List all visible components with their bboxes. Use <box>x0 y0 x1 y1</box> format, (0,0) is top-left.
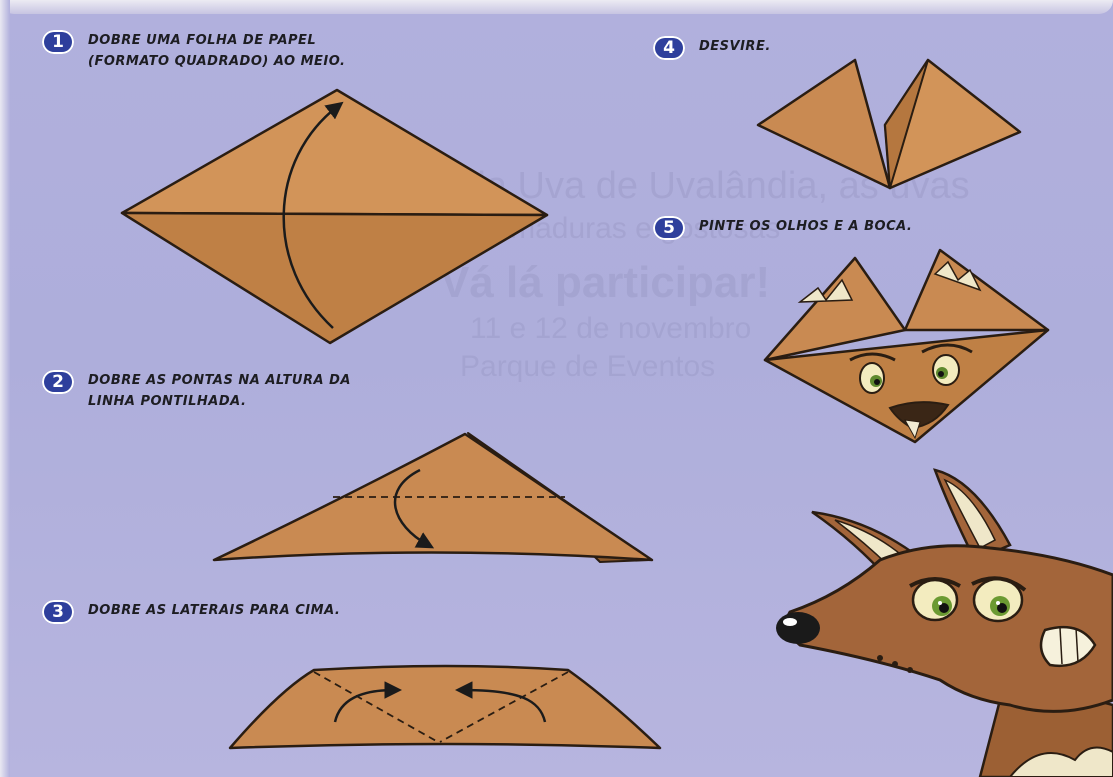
step-1: 1 DOBRE UMA FOLHA DE PAPEL (FORMATO QUAD… <box>42 30 345 72</box>
step-4-badge: 4 <box>653 36 685 60</box>
page-top-edge <box>0 0 1113 14</box>
step-1-text: DOBRE UMA FOLHA DE PAPEL (FORMATO QUADRA… <box>88 33 346 69</box>
fold-up-left-arrow-icon <box>333 681 402 723</box>
fox-nose-icon <box>776 612 820 644</box>
step-1-badge: 1 <box>42 30 74 54</box>
step-5-badge: 5 <box>653 216 685 240</box>
step-4-diagram <box>756 58 1022 190</box>
fox-mascot <box>776 468 1113 777</box>
step-2-diagram <box>212 432 654 563</box>
step-3-text: DOBRE AS LATERAIS PARA CIMA. <box>88 603 341 618</box>
step-1-diagram <box>120 88 549 345</box>
step-3: 3 DOBRE AS LATERAIS PARA CIMA. <box>42 600 340 624</box>
step-3-diagram <box>228 664 662 750</box>
step-3-badge: 3 <box>42 600 74 624</box>
fold-down-arrow-icon <box>393 468 435 549</box>
step-2-badge: 2 <box>42 370 74 394</box>
fox-mouth-icon <box>888 401 950 430</box>
bleed-through-text-4: 11 e 12 de novembro <box>470 312 752 345</box>
step-4: 4 DESVIRE. <box>653 36 771 60</box>
bleed-through-text-5: Parque de Eventos <box>460 350 716 383</box>
step-5-diagram <box>763 248 1050 444</box>
bleed-through-text-3: Vá lá participar! <box>440 258 771 307</box>
step-4-text: DESVIRE. <box>699 39 771 54</box>
step-5: 5 PINTE OS OLHOS E A BOCA. <box>653 216 912 240</box>
step-2-text: DOBRE AS PONTAS NA ALTURA DA LINHA PONTI… <box>88 373 351 409</box>
step-5-text: PINTE OS OLHOS E A BOCA. <box>699 219 913 234</box>
step-2: 2 DOBRE AS PONTAS NA ALTURA DA LINHA PON… <box>42 370 351 412</box>
page-left-edge <box>0 0 10 777</box>
fold-up-right-arrow-icon <box>455 681 547 723</box>
fold-arrow-icon <box>282 101 344 329</box>
